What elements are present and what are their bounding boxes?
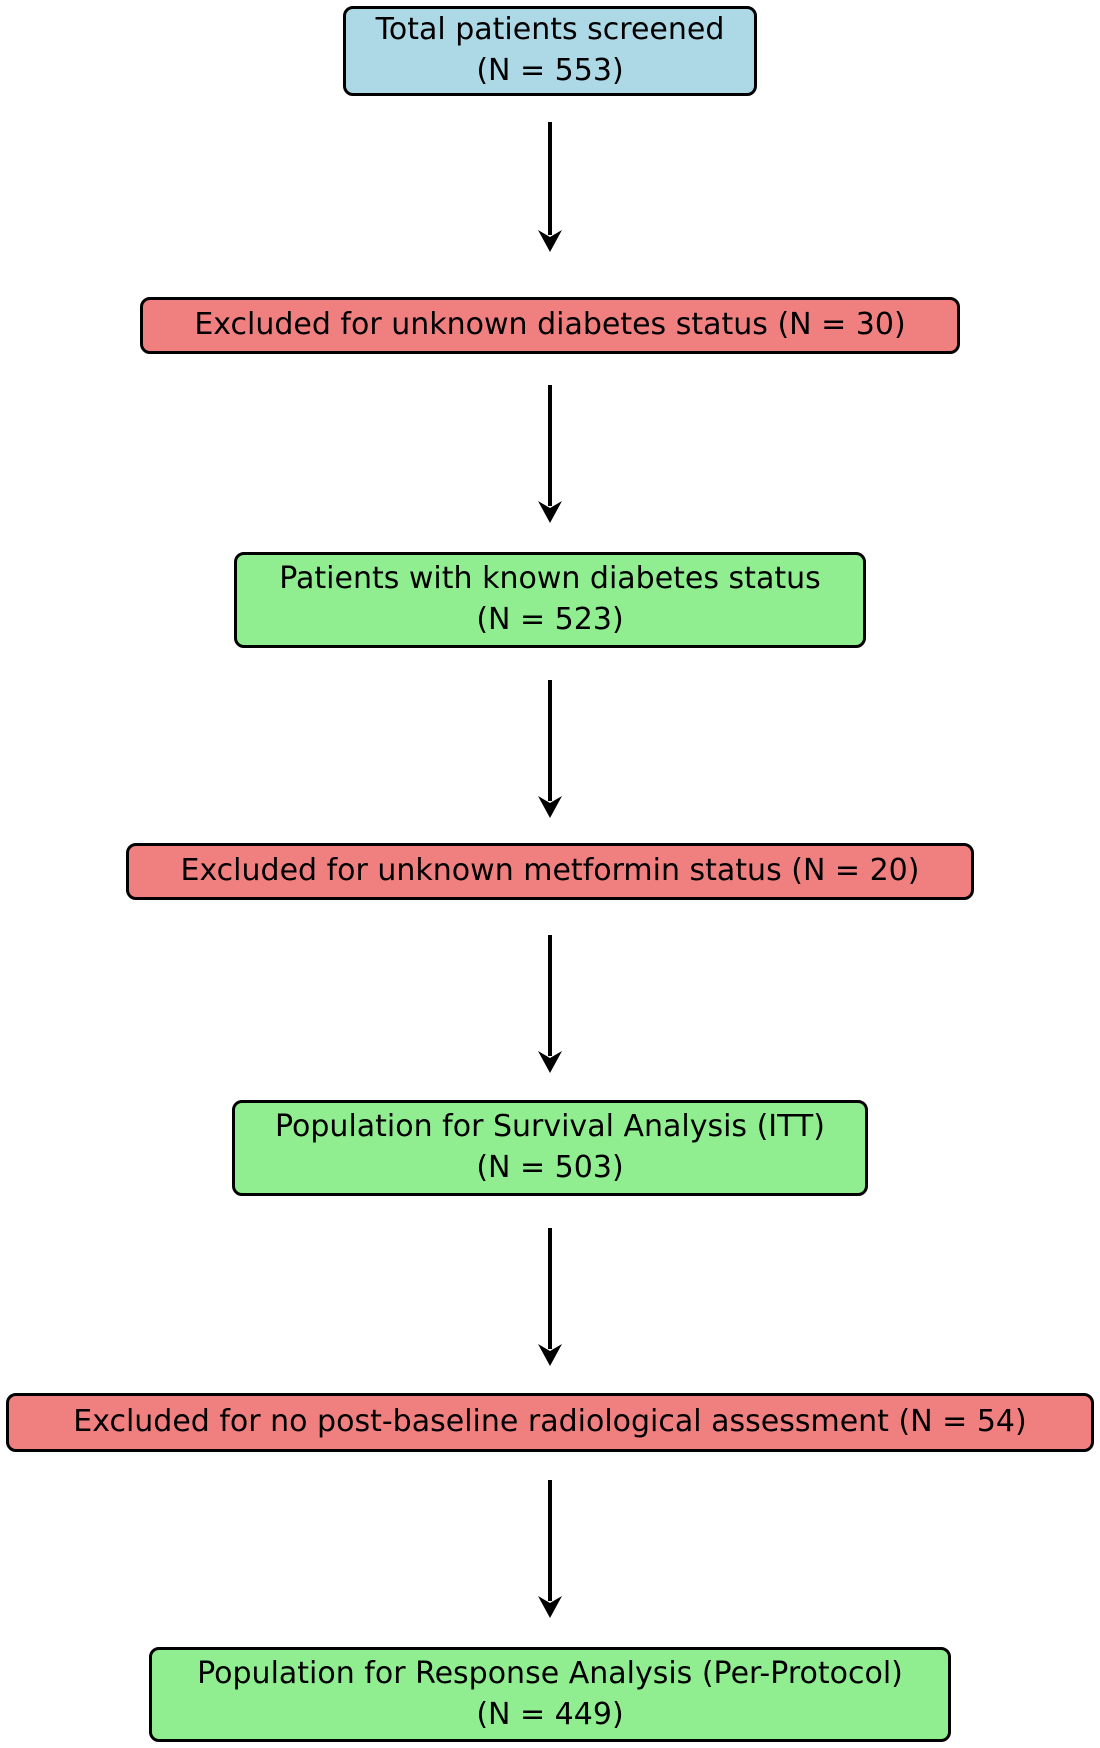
- node-count: (N = 449): [476, 1696, 624, 1732]
- down-arrow: [534, 1228, 566, 1366]
- node-excluded-unknown-diabetes: Excluded for unknown diabetes status (N …: [140, 297, 960, 354]
- node-count: (N = 553): [476, 53, 624, 88]
- arrow-shaft: [548, 1228, 552, 1349]
- arrow-shaft: [548, 1480, 552, 1601]
- node-count: (N = 503): [476, 1150, 624, 1185]
- node-survival-analysis-itt: Population for Survival Analysis (ITT) (…: [232, 1100, 868, 1196]
- node-response-analysis-per-protocol: Population for Response Analysis (Per-Pr…: [149, 1647, 951, 1742]
- node-label: Excluded for unknown metformin status (N…: [180, 853, 920, 889]
- node-known-diabetes-status: Patients with known diabetes status (N =…: [234, 552, 866, 648]
- node-count: (N = 523): [476, 602, 624, 637]
- down-arrow: [534, 385, 566, 523]
- node-label: Excluded for unknown diabetes status (N …: [194, 307, 906, 343]
- down-arrow: [534, 680, 566, 818]
- down-arrow: [534, 1480, 566, 1618]
- node-label: Patients with known diabetes status: [279, 561, 821, 597]
- arrow-shaft: [548, 385, 552, 506]
- arrow-shaft: [548, 680, 552, 801]
- node-label: Population for Response Analysis (Per-Pr…: [197, 1655, 903, 1691]
- node-excluded-no-radiological-assessment: Excluded for no post-baseline radiologic…: [6, 1393, 1094, 1452]
- down-arrow: [534, 122, 566, 252]
- node-label: Total patients screened: [375, 12, 725, 48]
- node-label: Excluded for no post-baseline radiologic…: [73, 1404, 1027, 1440]
- down-arrow: [534, 935, 566, 1073]
- node-total-patients-screened: Total patients screened (N = 553): [343, 6, 757, 96]
- arrow-shaft: [548, 935, 552, 1056]
- node-label: Population for Survival Analysis (ITT): [275, 1109, 825, 1145]
- node-excluded-unknown-metformin: Excluded for unknown metformin status (N…: [126, 843, 974, 900]
- arrow-shaft: [548, 122, 552, 235]
